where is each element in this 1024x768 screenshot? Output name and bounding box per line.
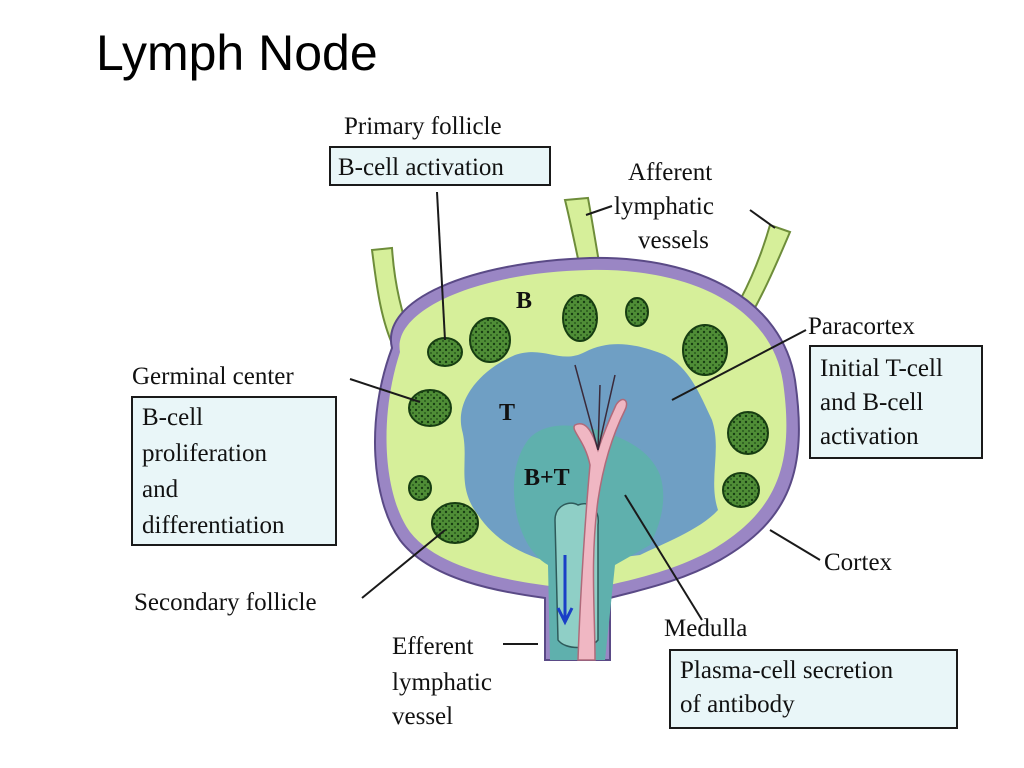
leader-lines (349, 191, 821, 645)
primary-follicle-label: Primary follicle (344, 113, 502, 140)
efferent-label-2: lymphatic (392, 669, 492, 696)
afferent-label-3: vessels (638, 227, 709, 254)
germinal-center-box: B-cell proliferation and differentiation (131, 396, 337, 546)
region-bt-label: B+T (524, 465, 570, 491)
afferent-label-2: lymphatic (614, 193, 714, 220)
afferent-label-1: Afferent (628, 159, 712, 186)
germinal-center-box-line-1: B-cell (142, 404, 203, 431)
efferent-label-3: vessel (392, 703, 453, 730)
germinal-center-label: Germinal center (132, 363, 294, 390)
blood-vessel (573, 398, 628, 661)
follicles (408, 294, 769, 544)
secondary-follicle-label: Secondary follicle (134, 589, 317, 616)
region-b-label: B (516, 288, 532, 314)
region-t-label: T (499, 400, 515, 426)
germinal-center-box-line-4: differentiation (142, 512, 285, 539)
paracortex-box-line-3: activation (820, 423, 919, 450)
primary-follicle-box-line-1: B-cell activation (338, 154, 504, 181)
medulla-box-line-2: of antibody (680, 691, 795, 718)
paracortex-box-line-1: Initial T-cell (820, 355, 943, 382)
medulla-box-line-1: Plasma-cell secretion (680, 657, 894, 684)
cortex-label: Cortex (824, 549, 893, 576)
paracortex-box: Initial T-cell and B-cell activation (809, 345, 983, 459)
page-title: Lymph Node (96, 25, 378, 81)
medulla-box: Plasma-cell secretion of antibody (669, 649, 958, 729)
germinal-center-box-line-2: proliferation (142, 440, 267, 467)
germinal-center-box-line-3: and (142, 476, 179, 503)
medulla-label: Medulla (664, 615, 747, 642)
paracortex-label: Paracortex (808, 313, 915, 340)
primary-follicle-box: B-cell activation (329, 146, 551, 186)
efferent-label-1: Efferent (392, 633, 473, 660)
paracortex-box-line-2: and B-cell (820, 389, 923, 416)
